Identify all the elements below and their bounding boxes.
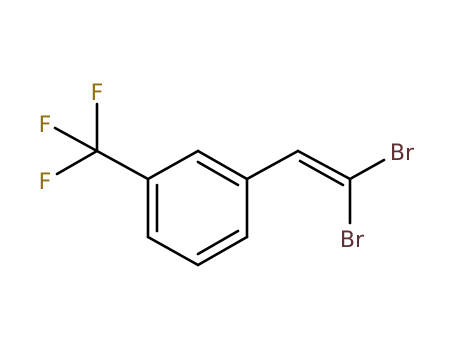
bond-layer [53,102,386,267]
ring-bond-1 [196,149,249,181]
ring-bond-4 [146,235,200,267]
vinyl-bond-inner [298,159,345,187]
bond-c-f-left [53,126,99,153]
ring-bond-3 [196,235,249,267]
bond-ring-to-vinyl [245,149,300,181]
fluorine-label-bottom: F [39,170,52,195]
ring-inner-bond-2 [196,229,240,256]
atom-label-layer: F F F Br Br [39,81,415,253]
fluorine-label-left: F [39,113,52,138]
vinyl-bond-outer [296,149,352,181]
bond-c-f-bottom [55,149,99,176]
bromine-label-top: Br [390,141,415,166]
bromine-label-bottom: Br [340,228,365,253]
ring-inner-bond-1 [196,160,240,187]
bond-c-br-top [348,158,386,181]
bond-ring-to-cf3 [95,149,150,181]
fluorine-label-top: F [91,81,104,106]
ring-bond-6 [146,149,200,181]
